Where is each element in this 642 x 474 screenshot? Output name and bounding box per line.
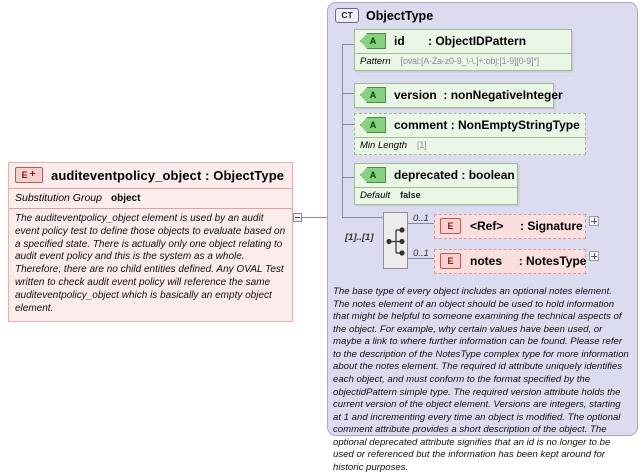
element-icon: E [440,253,461,269]
sequence-cardinality: [1]..[1] [345,232,374,243]
expand-toggle-ref-icon[interactable] [589,216,599,226]
tree-spine [342,44,343,218]
substitution-group-value: object [111,193,141,204]
seq-branch-ref [408,223,434,224]
tree-branch-version [342,93,354,94]
element-icon: E [440,218,461,234]
attribute-row-version[interactable]: A version : nonNegativeInteger [354,83,563,108]
element-documentation: The auditeventpolicy_object element is u… [15,213,286,314]
attribute-name-deprecated: deprecated : boolean [394,168,515,182]
attribute-name-version: version : nonNegativeInteger [394,88,563,102]
facet-value-default: false [400,190,421,200]
attribute-icon: A [360,117,386,133]
attribute-facet-default: Default false [355,187,517,204]
substitution-group-label: Substitution Group [15,192,102,204]
attribute-header-version: A version : nonNegativeInteger [355,84,563,107]
facet-label-minlength: Min Length [360,140,408,151]
attribute-icon: A [360,33,386,49]
facet-label-default: Default [360,190,391,201]
facet-label-pattern: Pattern [360,56,391,67]
element-name-ref: <Ref> : Signature [470,219,583,233]
facet-value-pattern: [oval:[A-Za-z0-9_\-\.]+:obj:[1-9][0-9]*] [400,56,540,66]
attribute-icon: A [360,87,386,103]
sequence-compositor-icon[interactable] [383,212,408,269]
element-badge-letter: E [21,169,29,180]
attribute-header-deprecated: A deprecated : boolean [355,164,517,187]
tree-branch-deprecated [342,177,354,178]
attribute-row-comment[interactable]: A comment : NonEmptyStringType Min Lengt… [354,113,586,155]
seq-branch-notes [408,258,434,259]
attribute-header-comment: A comment : NonEmptyStringType [355,114,585,137]
attribute-name-id: id : ObjectIDPattern [394,34,527,48]
attribute-facet-pattern: Pattern [oval:[A-Za-z0-9_\-\.]+:obj:[1-9… [355,53,571,70]
facet-value-minlength: [1] [417,140,427,150]
complextype-documentation: The base type of every object includes a… [333,286,629,473]
connector-line-right [302,217,342,218]
attribute-name-comment: comment : NonEmptyStringType [394,118,580,132]
cardinality-ref: 0..1 [413,213,429,224]
sequence-glyph [386,227,405,256]
substitution-group-row: Substitution Group object [9,189,292,209]
attribute-facet-minlength: Min Length [1] [355,137,585,154]
element-type-icon: E+ [15,167,43,183]
tree-branch-comment [342,124,354,125]
element-title: auditeventpolicy_object : ObjectType [51,167,285,183]
complextype-icon: CT [335,8,359,23]
expand-toggle-notes-icon[interactable] [589,251,599,261]
element-header-ref: E <Ref> : Signature [435,215,585,238]
element-badge-plus: + [29,169,37,180]
element-name-notes: notes : NotesType [470,254,587,268]
tree-branch-sequence [342,217,383,218]
tree-branch-id [342,44,354,45]
complextype-header: CT ObjectType [328,3,637,23]
attribute-icon: A [360,167,386,183]
attribute-row-id[interactable]: A id : ObjectIDPattern Pattern [oval:[A-… [354,29,572,71]
attribute-header-id: A id : ObjectIDPattern [355,30,571,53]
element-row-notes[interactable]: E notes : NotesType [434,249,586,274]
attribute-row-deprecated[interactable]: A deprecated : boolean Default false [354,163,518,205]
cardinality-notes: 0..1 [413,248,429,259]
element-header-notes: E notes : NotesType [435,250,587,273]
element-header: E+ auditeventpolicy_object : ObjectType [9,163,292,189]
element-row-ref[interactable]: E <Ref> : Signature [434,214,586,239]
collapse-toggle-icon[interactable] [293,213,302,222]
complextype-title: ObjectType [366,8,434,23]
element-definition-box[interactable]: E+ auditeventpolicy_object : ObjectType … [8,162,293,323]
